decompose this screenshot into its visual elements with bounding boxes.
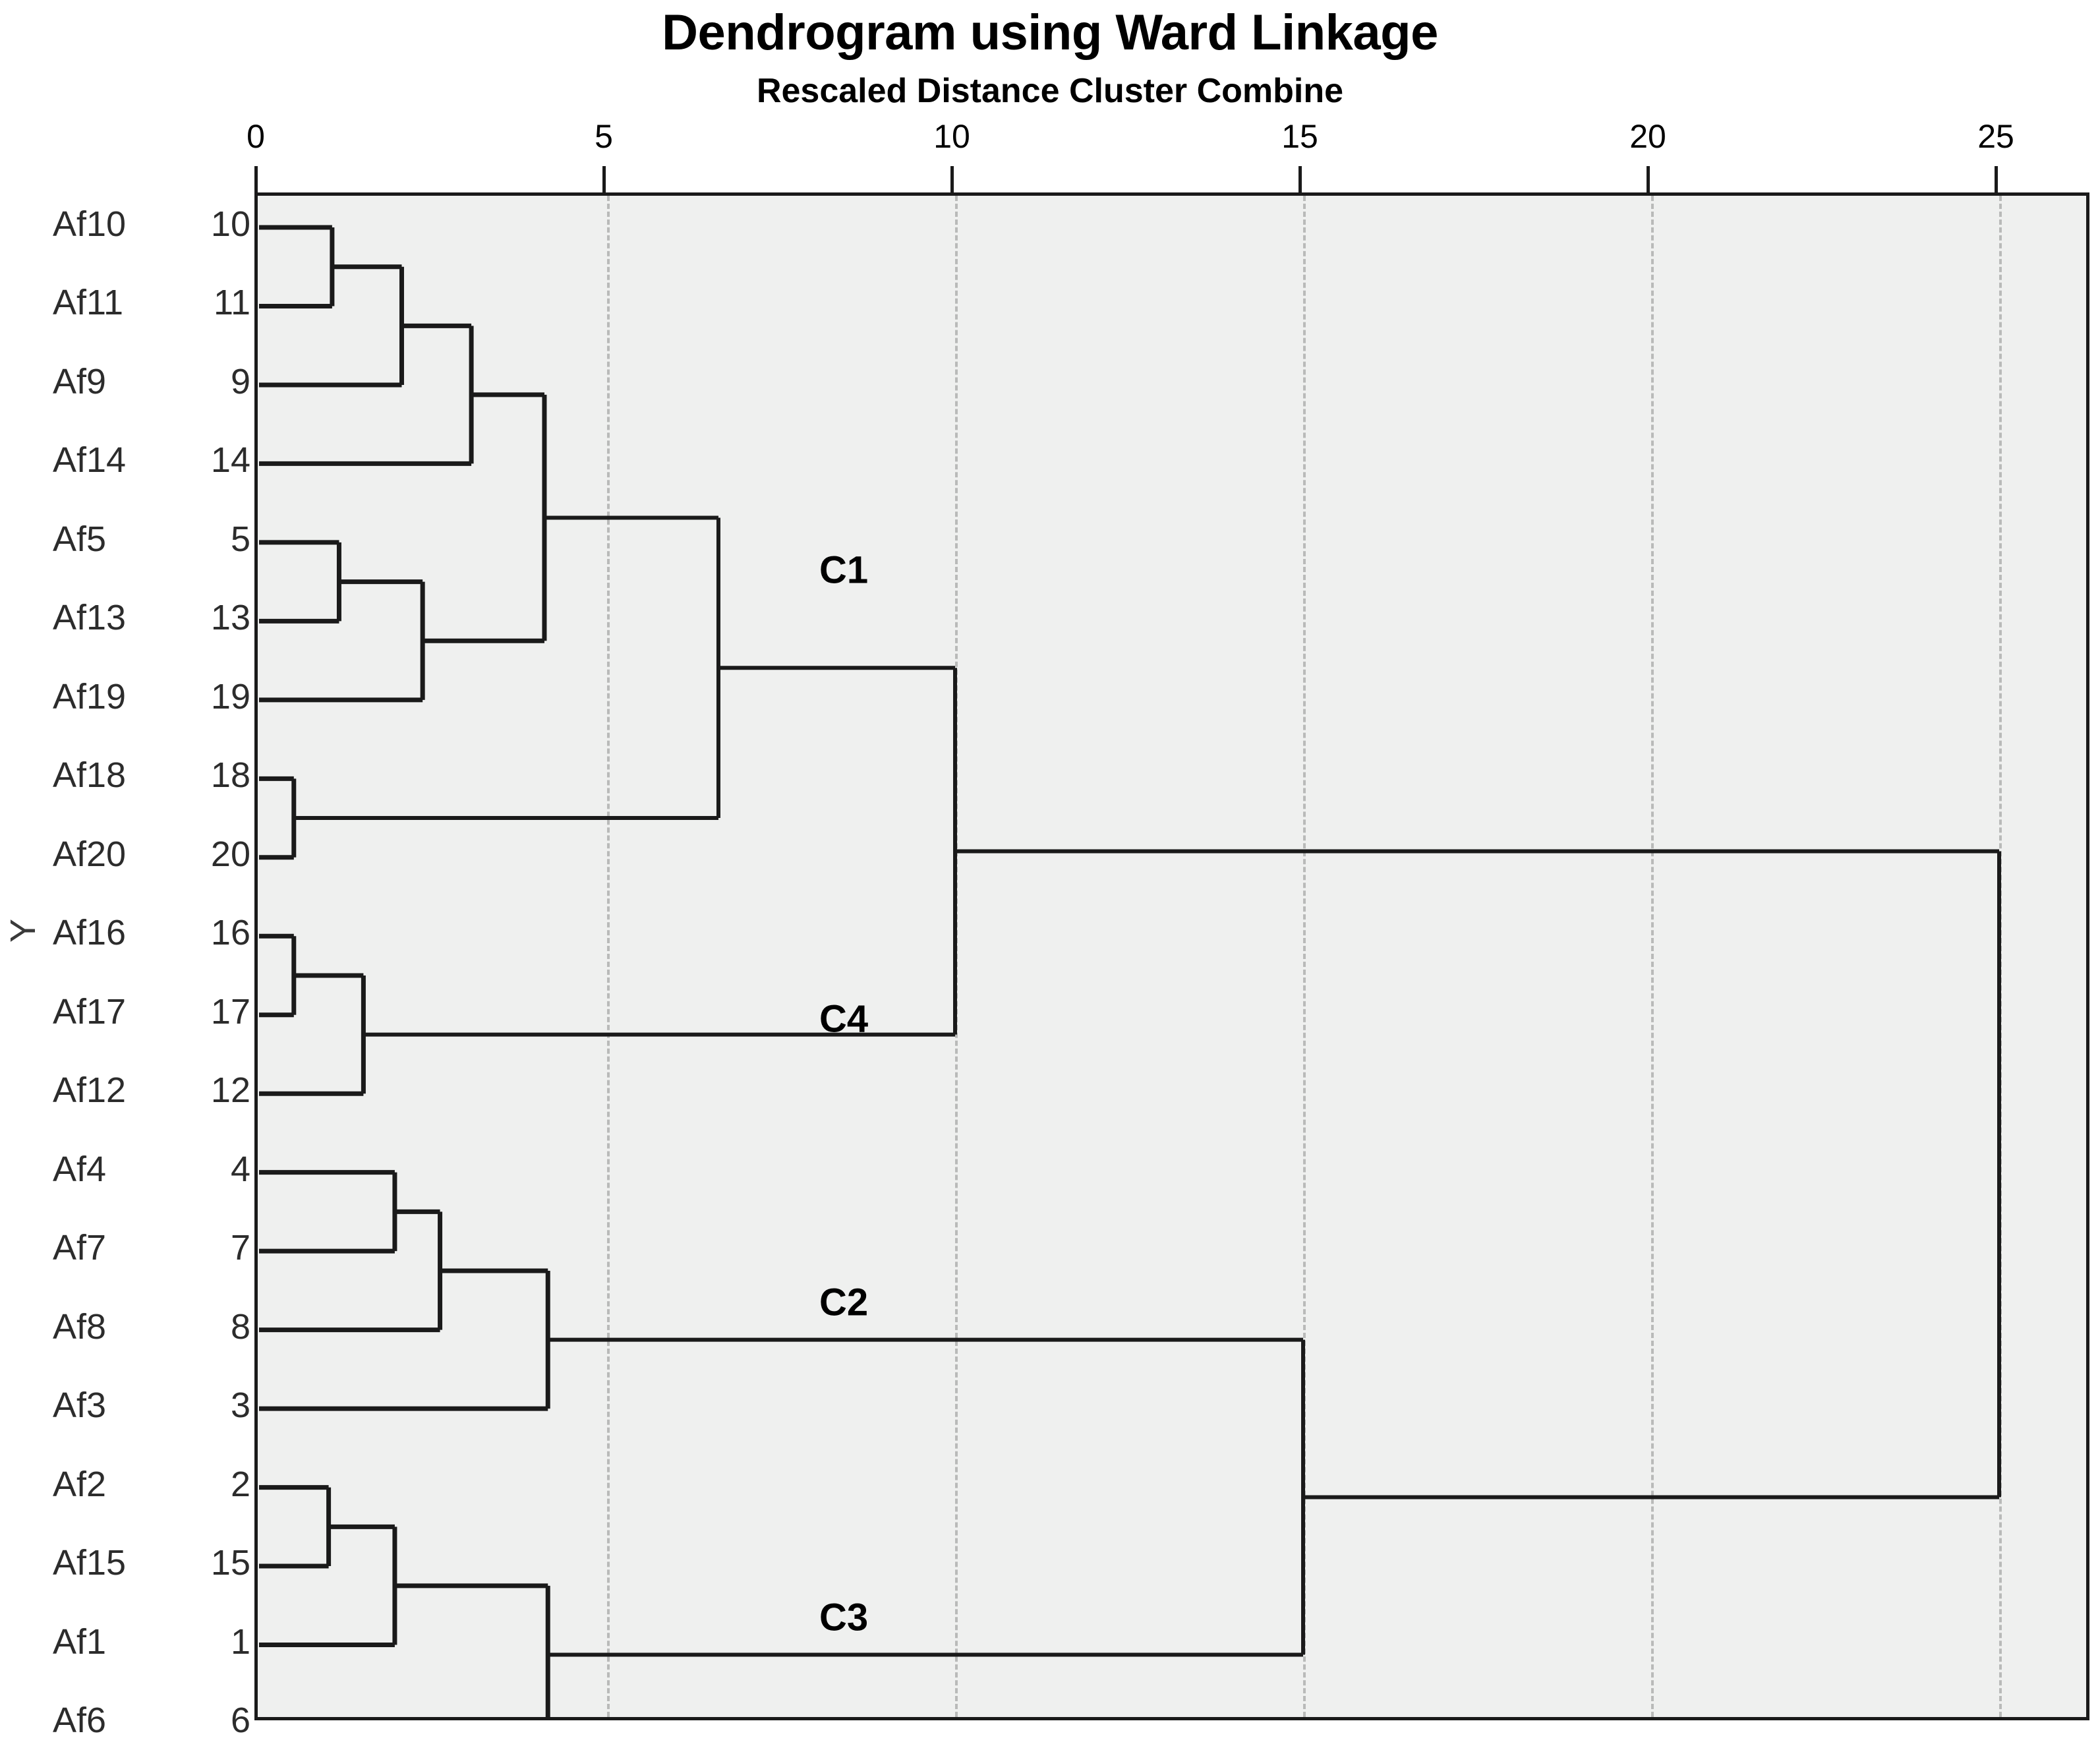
- leaf-label: Af8: [53, 1306, 107, 1347]
- leaf-index-number: 16: [210, 913, 250, 953]
- leaf-index-number: 8: [230, 1306, 250, 1347]
- x-axis-tick-label: 5: [595, 118, 613, 155]
- leaf-index-number: 19: [210, 676, 250, 716]
- leaf-index-number: 4: [230, 1149, 250, 1189]
- leaf-label: Af1: [53, 1621, 107, 1662]
- leaf-index-number: 2: [230, 1464, 250, 1504]
- x-axis-tick-mark: [1995, 166, 1998, 194]
- gridline: [607, 196, 610, 1717]
- leaf-label: Af6: [53, 1701, 107, 1740]
- leaf-label: Af10: [53, 204, 127, 244]
- x-axis-tick-mark: [1647, 166, 1650, 194]
- leaf-index-number: 10: [210, 204, 250, 244]
- x-axis-tick-label: 20: [1629, 118, 1666, 155]
- leaf-label: Af4: [53, 1149, 107, 1189]
- leaf-label: Af9: [53, 361, 107, 401]
- leaf-index-number: 3: [230, 1385, 250, 1426]
- leaf-label: Af7: [53, 1228, 107, 1268]
- cluster-label-c1: C1: [819, 548, 869, 592]
- x-axis-tick-mark: [1298, 166, 1302, 194]
- leaf-label: Af19: [53, 676, 127, 716]
- cluster-label-c2: C2: [819, 1281, 869, 1324]
- leaf-label: Af20: [53, 834, 127, 874]
- x-axis-tick-label: 0: [247, 118, 265, 155]
- leaf-index-number: 5: [230, 519, 250, 559]
- leaf-label: Af11: [53, 283, 124, 323]
- leaf-label: Af3: [53, 1385, 107, 1426]
- leaf-label: Af12: [53, 1070, 127, 1111]
- leaf-label: Af2: [53, 1464, 107, 1504]
- dendrogram-tree: [259, 225, 2001, 1717]
- leaf-label: Af13: [53, 598, 127, 638]
- x-axis-tick-mark: [254, 166, 258, 194]
- leaf-index-number: 17: [210, 991, 250, 1032]
- x-axis-tick-label: 10: [933, 118, 970, 155]
- leaf-label: Af17: [53, 991, 127, 1032]
- page-title: Dendrogram using Ward Linkage: [662, 5, 1438, 61]
- leaf-index-number: 6: [230, 1701, 250, 1740]
- leaf-index-number: 13: [210, 598, 250, 638]
- gridline: [1303, 196, 1306, 1717]
- chart-subtitle: Rescaled Distance Cluster Combine: [756, 72, 1344, 110]
- leaf-index-number: 1: [230, 1621, 250, 1662]
- leaf-label: Af5: [53, 519, 107, 559]
- cluster-label-c3: C3: [819, 1596, 869, 1639]
- x-axis-tick-mark: [602, 166, 606, 194]
- leaf-index-number: 14: [210, 440, 250, 481]
- leaf-index-number: 12: [210, 1070, 250, 1111]
- cluster-label-c4: C4: [819, 997, 869, 1041]
- gridline: [1651, 196, 1654, 1717]
- leaf-index-number: 9: [230, 361, 250, 401]
- leaf-label: Af15: [53, 1543, 127, 1583]
- leaf-label: Af16: [53, 913, 127, 953]
- y-axis-label: Y: [3, 918, 43, 943]
- leaf-index-number: 7: [230, 1228, 250, 1268]
- x-axis-tick-mark: [950, 166, 954, 194]
- leaf-index-number: 11: [213, 283, 250, 323]
- leaf-label: Af14: [53, 440, 127, 481]
- leaf-label: Af18: [53, 755, 127, 796]
- x-axis-tick-label: 15: [1281, 118, 1318, 155]
- leaf-index-number: 15: [210, 1543, 250, 1583]
- leaf-index-number: 18: [210, 755, 250, 796]
- x-axis-tick-label: 25: [1977, 118, 2014, 155]
- leaf-index-number: 20: [210, 834, 250, 874]
